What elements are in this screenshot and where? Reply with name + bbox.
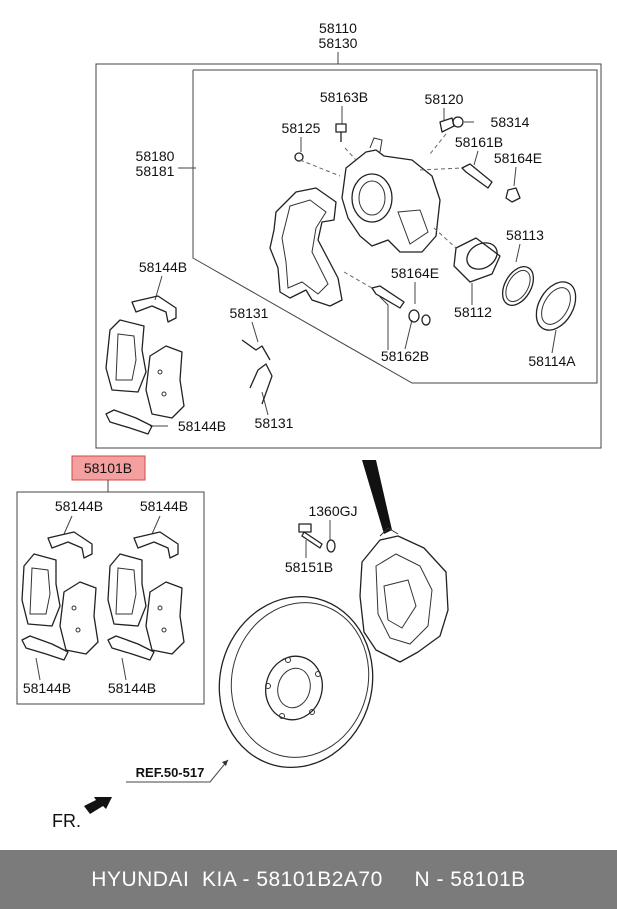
kit-spring-tl: [47, 531, 93, 559]
leader-kit-br: [121, 657, 127, 681]
label-58161b: 58161B: [455, 134, 503, 150]
caliper-carrier: [269, 187, 343, 307]
spring-58144b-bottom: [105, 409, 153, 435]
label-58110: 58110: [319, 20, 357, 36]
dash-2: [299, 159, 341, 177]
label-kit-58144b-tl: 58144B: [55, 498, 103, 514]
footer-text: HYUNDAI KIA - 58101B2A70 N - 58101B: [91, 867, 526, 891]
label-front: FR.: [52, 811, 81, 831]
label-58164e-mid: 58164E: [391, 265, 439, 281]
label-58131-top: 58131: [230, 305, 269, 321]
label-58101b: 58101B: [84, 460, 132, 476]
pad-outer-top: [145, 345, 185, 419]
caliper-sub-frame: [192, 69, 598, 384]
kit-pad-outer-left: [59, 581, 99, 655]
leader-58131-bottom: [261, 391, 269, 416]
label-58125: 58125: [282, 120, 321, 136]
assembled-caliper: [359, 527, 449, 663]
bleeder-58120: [439, 117, 455, 133]
label-kit-58144b-bl: 58144B: [23, 680, 71, 696]
label-58151b: 58151B: [285, 559, 333, 575]
label-58114a: 58114A: [528, 353, 576, 369]
dash-4: [429, 133, 447, 155]
leader-58113: [515, 243, 521, 263]
label-kit-58144b-br: 58144B: [108, 680, 156, 696]
label-ref: REF.50-517: [136, 765, 205, 780]
kit-spring-br: [107, 635, 155, 661]
leader-58162b-b: [404, 319, 413, 350]
label-1360gj: 1360GJ: [308, 503, 357, 519]
leader-58161b: [473, 150, 479, 166]
seal-58113: [501, 266, 535, 306]
dash-6: [433, 227, 457, 249]
leader-58114a: [551, 329, 557, 354]
guide-pin-58161b: [461, 163, 493, 189]
boot-58164e-mid: [408, 309, 431, 326]
washer-1360gj: [326, 539, 336, 553]
label-58113: 58113: [506, 227, 544, 243]
pad-kit-highlight: [71, 455, 146, 481]
label-58131-bottom: 58131: [255, 415, 294, 431]
kit-pad-inner-left: [21, 553, 61, 627]
caliper-assembly-frame: [95, 63, 602, 449]
ref-arrowhead: [222, 760, 228, 766]
boot-58164e-top: [505, 187, 521, 203]
leader-ref: [126, 759, 229, 783]
spring-58144b-top: [131, 295, 177, 323]
arrow-left-down-icon: [84, 797, 112, 814]
dash-1: [344, 147, 357, 161]
mount-bolt-58151b: [298, 523, 323, 549]
leader-58131-top: [251, 321, 259, 343]
guide-pin-58162b: [371, 285, 405, 309]
dash-5: [343, 271, 373, 289]
dust-boot-58114a: [535, 281, 577, 331]
label-58314: 58314: [491, 114, 530, 130]
label-58164e-top: 58164E: [494, 150, 542, 166]
spring-58131-top: [241, 339, 271, 361]
leader-kit-tr: [151, 515, 161, 535]
label-58120: 58120: [425, 91, 464, 107]
pad-inner-top: [105, 319, 147, 393]
assembly-arrow: [362, 460, 392, 534]
dash-3: [419, 167, 463, 171]
leader-58164e-top: [513, 166, 517, 187]
leader-kit-tl: [63, 515, 73, 535]
label-58181: 58181: [136, 163, 175, 179]
pad-kit-frame: [16, 491, 205, 705]
kit-spring-tr: [133, 531, 179, 559]
label-58162b: 58162B: [381, 348, 429, 364]
label-kit-58144b-tr: 58144B: [140, 498, 188, 514]
cap-58314: [452, 116, 464, 128]
leader-kit-bl: [35, 657, 41, 681]
piston-58112: [453, 237, 501, 283]
kit-spring-bl: [21, 635, 69, 661]
kit-pad-inner-right: [107, 553, 147, 627]
label-58180: 58180: [136, 148, 175, 164]
plug-58125: [294, 152, 304, 162]
label-58112: 58112: [454, 304, 492, 320]
leader-58162b-a: [379, 296, 389, 350]
label-58163b: 58163B: [320, 89, 368, 105]
kit-pad-outer-right: [145, 581, 185, 655]
bolt-58163b: [335, 123, 347, 142]
spring-58131-bottom: [249, 363, 273, 405]
brake-disc: [218, 595, 374, 769]
parts-diagram: 58110 58130 58163B 58120 58314 58125 581…: [16, 20, 602, 831]
part-number-footer: HYUNDAI KIA - 58101B2A70 N - 58101B: [0, 850, 617, 909]
label-58130: 58130: [319, 35, 358, 51]
label-58144b-top: 58144B: [139, 259, 187, 275]
label-58144b-bottom: 58144B: [178, 418, 226, 434]
caliper-housing: [341, 137, 441, 253]
